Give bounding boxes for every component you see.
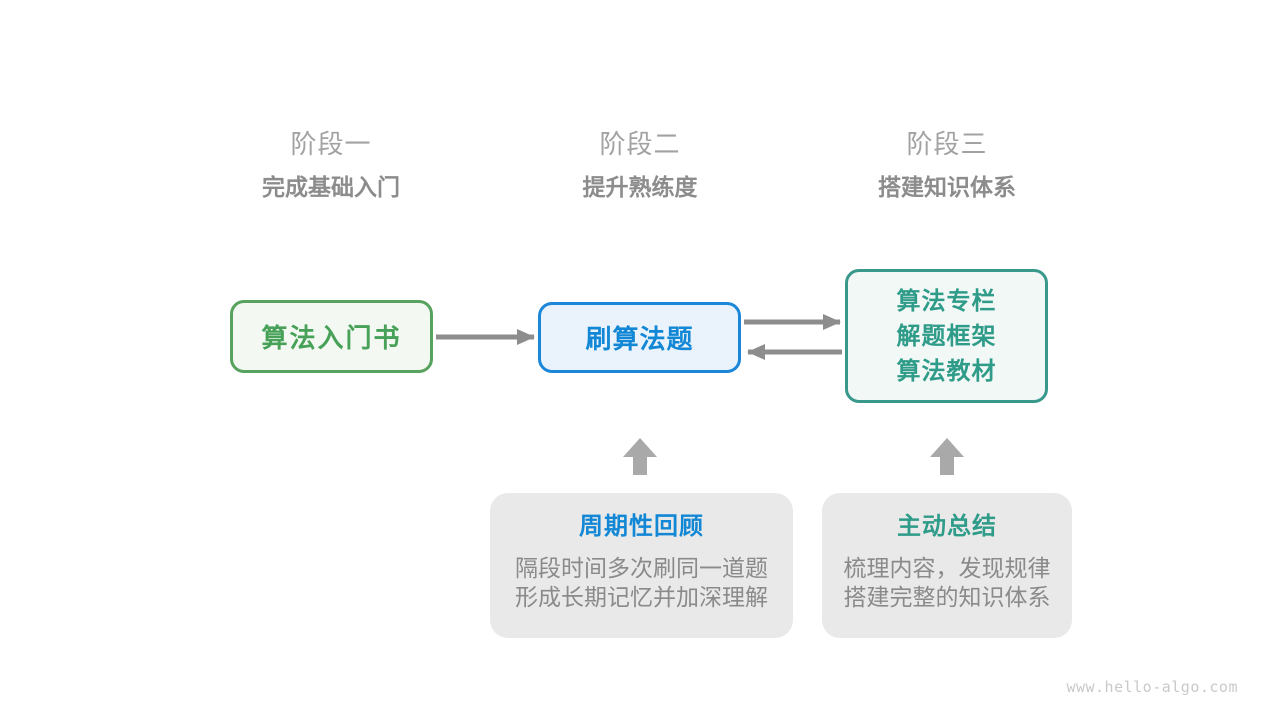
stage-1-header: 阶段一 完成基础入门 bbox=[221, 130, 441, 200]
node-resources-line-3: 算法教材 bbox=[896, 357, 997, 385]
stage-3-header: 阶段三 搭建知识体系 bbox=[837, 130, 1057, 200]
note-body-line: 梳理内容，发现规律 bbox=[843, 555, 1051, 581]
note-body-line: 隔段时间多次刷同一道题 bbox=[515, 555, 768, 581]
site-watermark: www.hello-algo.com bbox=[1066, 678, 1238, 696]
stage-3-subtitle: 搭建知识体系 bbox=[878, 174, 1016, 200]
stage-3-label: 阶段三 bbox=[906, 129, 988, 159]
stage-1-label: 阶段一 bbox=[290, 129, 372, 159]
node-practice-problems: 刷算法题 bbox=[538, 302, 741, 373]
node-resources-line-1: 算法专栏 bbox=[896, 287, 997, 315]
node-knowledge-resources: 算法专栏 解题框架 算法教材 bbox=[845, 269, 1048, 403]
note-active-summary-title: 主动总结 bbox=[897, 513, 997, 540]
stage-2-label: 阶段二 bbox=[599, 129, 681, 159]
note-active-summary-body: 梳理内容，发现规律 搭建完整的知识体系 bbox=[822, 554, 1072, 612]
node-intro-book-label: 算法入门书 bbox=[261, 323, 402, 353]
note-active-summary: 主动总结 梳理内容，发现规律 搭建完整的知识体系 bbox=[822, 493, 1072, 638]
note-periodic-review-body: 隔段时间多次刷同一道题 形成长期记忆并加深理解 bbox=[490, 554, 793, 612]
note-periodic-review-title: 周期性回顾 bbox=[579, 513, 704, 540]
note-body-line: 搭建完整的知识体系 bbox=[843, 584, 1051, 610]
note-body-line: 形成长期记忆并加深理解 bbox=[515, 584, 768, 610]
arrow-up-icon bbox=[930, 438, 964, 475]
stage-2-header: 阶段二 提升熟练度 bbox=[530, 130, 750, 200]
node-intro-book: 算法入门书 bbox=[230, 300, 433, 373]
node-practice-problems-label: 刷算法题 bbox=[585, 324, 694, 354]
arrow-up-icon bbox=[623, 438, 657, 475]
stage-2-subtitle: 提升熟练度 bbox=[582, 174, 698, 200]
stage-1-subtitle: 完成基础入门 bbox=[262, 174, 400, 200]
note-periodic-review: 周期性回顾 隔段时间多次刷同一道题 形成长期记忆并加深理解 bbox=[490, 493, 793, 638]
node-resources-line-2: 解题框架 bbox=[896, 322, 997, 350]
